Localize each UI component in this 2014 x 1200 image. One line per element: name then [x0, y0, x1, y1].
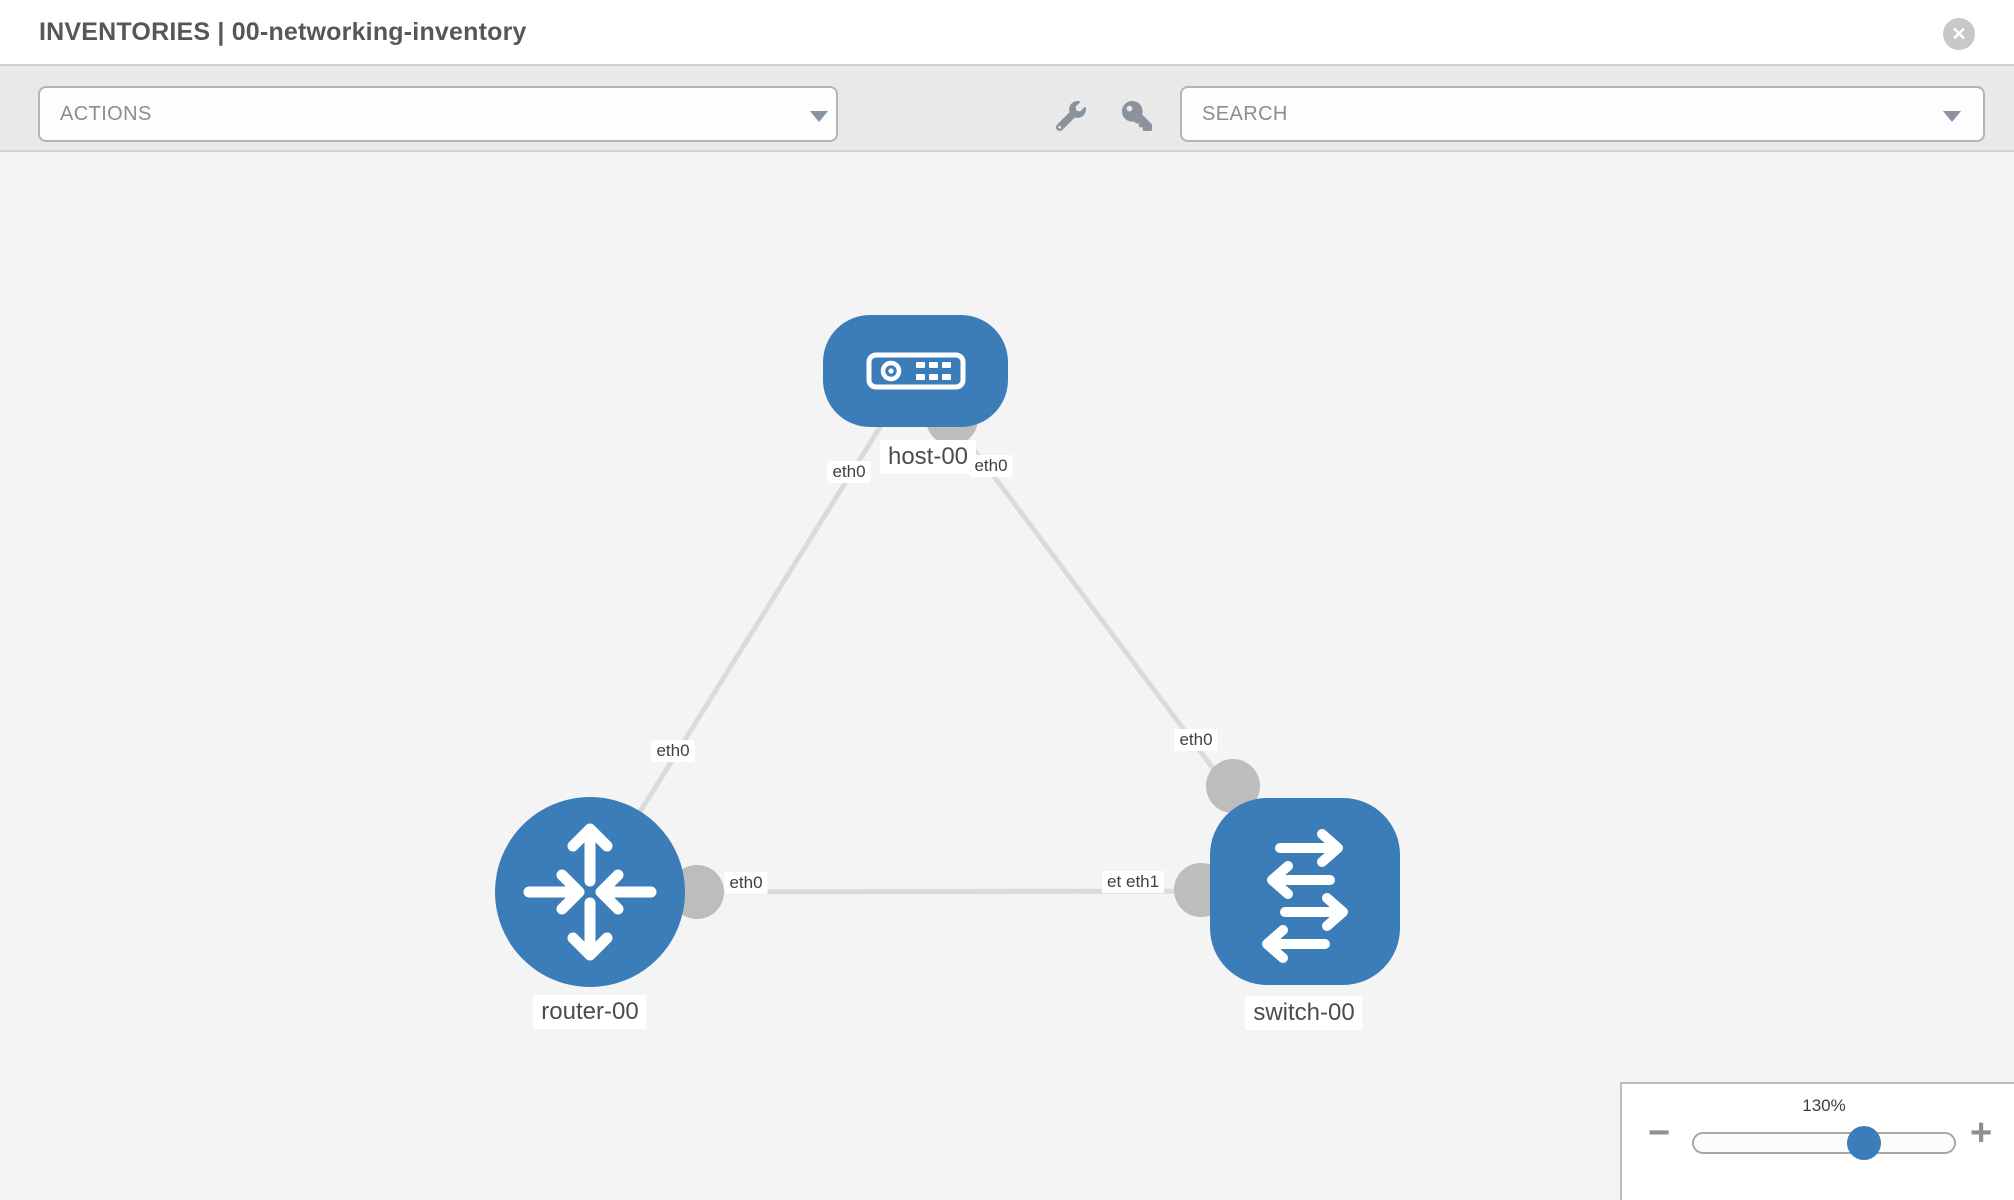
interface-label: eth0	[724, 872, 768, 894]
close-button[interactable]: ✕	[1943, 18, 1975, 50]
actions-dropdown[interactable]: ACTIONS	[38, 86, 838, 142]
node-label-router-00: router-00	[533, 995, 647, 1029]
wrench-button[interactable]	[1055, 101, 1086, 132]
zoom-value: 130%	[1802, 1096, 1846, 1115]
interface-label: eth0	[651, 740, 695, 762]
wrench-icon	[1055, 101, 1086, 132]
host-icon	[866, 352, 965, 390]
interface-label-front: eth1	[1121, 871, 1165, 893]
interface-label: eth0	[969, 455, 1013, 477]
node-label-switch-00: switch-00	[1245, 996, 1363, 1030]
switch-icon	[1262, 829, 1348, 963]
zoom-slider-track[interactable]	[1692, 1132, 1956, 1154]
page-title: INVENTORIES | 00-networking-inventory	[39, 18, 527, 46]
topology-canvas[interactable]	[0, 152, 2014, 1200]
node-router-00[interactable]	[495, 797, 685, 987]
zoom-panel: 130% − +	[1620, 1082, 2014, 1200]
close-icon: ✕	[1951, 23, 1967, 44]
key-button[interactable]	[1122, 101, 1152, 131]
zoom-slider-thumb[interactable]	[1847, 1126, 1881, 1160]
search-dropdown-label: SEARCH	[1202, 102, 1288, 125]
zoom-in-button[interactable]: +	[1970, 1112, 1993, 1154]
node-label-host-00: host-00	[879, 440, 977, 474]
header: INVENTORIES | 00-networking-inventory ✕	[0, 0, 2014, 64]
key-icon	[1122, 101, 1152, 131]
search-dropdown[interactable]: SEARCH	[1180, 86, 1985, 142]
zoom-out-button[interactable]: −	[1648, 1112, 1671, 1154]
router-icon	[523, 823, 657, 961]
node-host-00[interactable]	[823, 315, 1008, 427]
actions-dropdown-label: ACTIONS	[60, 102, 152, 125]
toolbar: ACTIONS SEARCH	[0, 64, 2014, 152]
interface-label: eth0	[1174, 729, 1218, 751]
interface-label: eth0	[827, 461, 871, 483]
node-switch-00[interactable]	[1210, 798, 1400, 985]
chevron-down-icon	[810, 111, 828, 122]
chevron-down-icon	[1943, 111, 1961, 122]
